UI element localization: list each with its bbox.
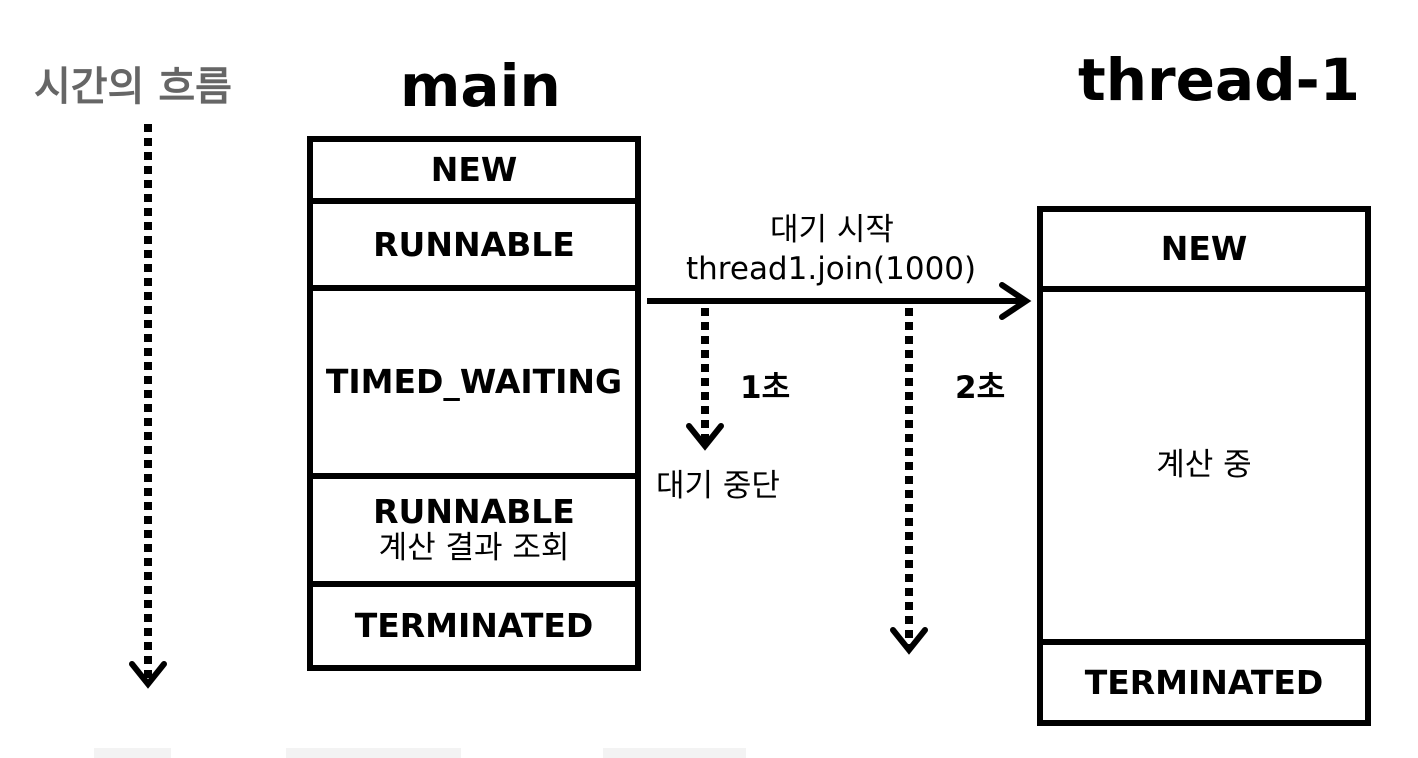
two-seconds-arrow (890, 308, 928, 655)
state-label: NEW (430, 150, 518, 190)
state-label: RUNNABLE (373, 224, 575, 264)
time-flow-label: 시간의 흐름 (34, 64, 232, 110)
thread1-title: thread-1 (1078, 46, 1361, 114)
wait-stop-label: 대기 중단 (656, 468, 780, 504)
state-label: NEW (1160, 229, 1248, 269)
wait-start-label: 대기 시작 (770, 212, 894, 248)
main-state-timed-waiting: TIMED_WAITING (313, 291, 635, 479)
join-call-label: thread1.join(1000) (686, 251, 977, 287)
thread1-state-column: NEW 계산 중 TERMINATED (1037, 206, 1371, 726)
thread1-state-new: NEW (1043, 212, 1365, 292)
thread1-state-computing: 계산 중 (1043, 292, 1365, 645)
background-patch (603, 748, 746, 758)
join-arrow (647, 282, 1032, 320)
state-label: TERMINATED (1084, 662, 1324, 702)
main-thread-title: main (400, 52, 561, 120)
state-label: RUNNABLE (373, 492, 575, 532)
main-state-terminated: TERMINATED (313, 587, 635, 665)
one-second-arrow (686, 308, 724, 451)
two-seconds-label: 2초 (955, 370, 1006, 406)
thread1-state-terminated: TERMINATED (1043, 645, 1365, 720)
one-second-label: 1초 (740, 370, 791, 406)
background-patch (94, 748, 171, 758)
state-sublabel: 계산 결과 조회 (378, 530, 570, 567)
main-state-runnable-result: RUNNABLE 계산 결과 조회 (313, 479, 635, 587)
background-patch (286, 748, 461, 758)
state-label: TIMED_WAITING (325, 362, 623, 402)
time-flow-arrow (129, 124, 167, 689)
main-state-runnable: RUNNABLE (313, 204, 635, 291)
main-state-new: NEW (313, 142, 635, 204)
state-label: 계산 중 (1156, 446, 1252, 483)
state-label: TERMINATED (354, 606, 594, 646)
main-state-column: NEW RUNNABLE TIMED_WAITING RUNNABLE 계산 결… (307, 136, 641, 671)
